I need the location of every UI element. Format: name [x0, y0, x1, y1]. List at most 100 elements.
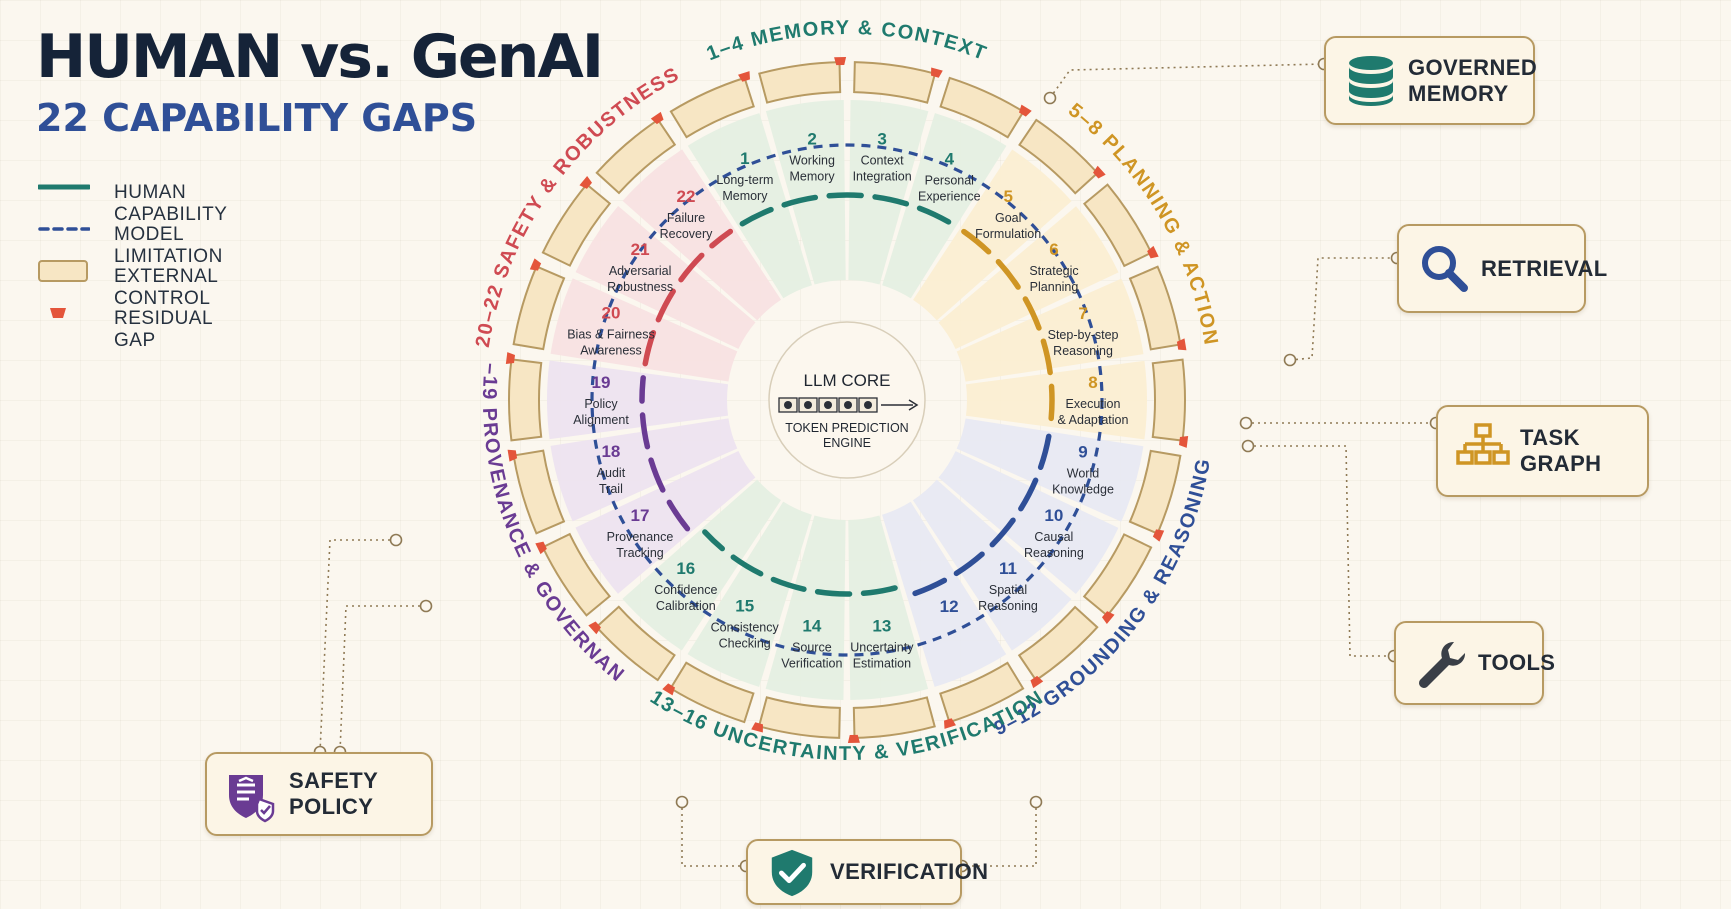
- segment-1-wedge[interactable]: [687, 113, 812, 299]
- segment-16-label-line: Calibration: [656, 599, 716, 613]
- residual-gap-10: [1101, 611, 1115, 624]
- external-control-band-5: [1018, 118, 1099, 195]
- residual-gap-18: [507, 449, 518, 462]
- residual-gap-5: [1093, 165, 1106, 179]
- segment-3-label-line: Integration: [853, 170, 912, 184]
- segment-11-label-line: Reasoning: [978, 599, 1038, 613]
- segment-6-label-line: Strategic: [1029, 264, 1078, 278]
- segment-13-number: 13: [872, 617, 891, 636]
- residual-gap-21: [579, 176, 593, 189]
- segment-21-label-line: Adversarial: [609, 264, 672, 278]
- residual-gap-14: [751, 722, 763, 733]
- token-dot: [864, 401, 872, 409]
- external-control-band-21: [541, 182, 612, 267]
- segment-22-label-line: Recovery: [660, 227, 714, 241]
- control-label-verification: VERIFICATION: [830, 859, 989, 884]
- segment-11-number: 11: [999, 559, 1017, 578]
- external-control-band-22: [595, 118, 677, 195]
- core-subtitle-line-2: ENGINE: [823, 436, 871, 450]
- core-subtitle-line-1: TOKEN PREDICTION: [785, 421, 908, 435]
- magnifier-icon: [1422, 246, 1468, 292]
- segment-15-label-line: Consistency: [711, 621, 780, 635]
- segment-6-label-line: Planning: [1030, 280, 1079, 294]
- segment-17-label-line: Tracking: [616, 546, 664, 560]
- connector-safety-policy-b: [339, 605, 426, 753]
- segment-15-number: 15: [735, 597, 754, 616]
- segment-11-wedge[interactable]: [912, 479, 1072, 651]
- residual-gap-8: [1178, 436, 1189, 448]
- segment-17-wedge[interactable]: [575, 451, 756, 594]
- token-dot: [784, 401, 792, 409]
- segment-13-wedge[interactable]: [848, 515, 929, 700]
- segment-16-label-line: Confidence: [654, 583, 717, 597]
- segment-17-label-line: Provenance: [607, 530, 674, 544]
- connector-node: [419, 599, 433, 613]
- segment-22-wedge[interactable]: [622, 149, 782, 321]
- segment-17-number: 17: [631, 506, 650, 525]
- segment-9-number: 9: [1078, 442, 1087, 461]
- segment-8-number: 8: [1088, 373, 1097, 392]
- segment-2-label-line: Memory: [790, 169, 836, 183]
- segment-7-number: 7: [1078, 304, 1087, 323]
- segment-20-wedge[interactable]: [550, 278, 738, 382]
- control-tools[interactable]: TOOLS: [1394, 621, 1555, 705]
- page-title: HUMAN vs. GenAI: [36, 22, 604, 92]
- connector-retrieval: [1289, 257, 1397, 361]
- external-control-band-9: [1128, 449, 1182, 535]
- residual-gap-12: [944, 718, 956, 729]
- segment-6-wedge[interactable]: [938, 206, 1119, 349]
- segment-14-number: 14: [802, 616, 821, 635]
- external-control-band-3: [853, 61, 937, 104]
- connector-node: [1241, 439, 1255, 453]
- token-dot: [844, 401, 852, 409]
- segment-8-label-line: & Adaptation: [1058, 413, 1129, 427]
- residual-gap-2: [834, 56, 847, 66]
- segment-13-label-line: Estimation: [853, 657, 911, 671]
- control-label-governed-memory: GOVERNED MEMORY: [1408, 54, 1538, 106]
- segment-18-label-line: Audit: [597, 466, 626, 480]
- connector-node: [1283, 353, 1297, 367]
- external-control-band-15: [669, 661, 755, 724]
- control-safety-policy[interactable]: SAFETY POLICY: [205, 752, 433, 836]
- control-retrieval[interactable]: RETRIEVAL: [1397, 224, 1607, 313]
- residual-gap-1: [738, 71, 750, 82]
- segment-9-wedge[interactable]: [956, 418, 1144, 522]
- segment-21-number: 21: [631, 240, 650, 259]
- control-label-task-graph: TASK GRAPH: [1520, 425, 1602, 476]
- segment-12-wedge[interactable]: [882, 501, 1007, 687]
- segment-2-wedge[interactable]: [765, 100, 846, 285]
- human-capability-arc-uncertainty: [702, 529, 898, 597]
- segment-6-number: 6: [1049, 240, 1058, 259]
- control-task-graph[interactable]: TASK GRAPH: [1436, 405, 1649, 497]
- connector-node: [389, 533, 403, 547]
- external-control-band-17: [541, 532, 612, 617]
- residual-gap-15: [662, 683, 676, 696]
- segment-5-wedge[interactable]: [913, 149, 1072, 321]
- segment-10-label-line: Reasoning: [1024, 546, 1084, 560]
- segment-18-label-line: Trail: [599, 482, 623, 496]
- segment-5-label-line: Goal: [995, 211, 1021, 225]
- connector-node: [1043, 91, 1057, 105]
- segment-15-wedge[interactable]: [687, 501, 812, 687]
- segment-5-label-line: Formulation: [975, 227, 1041, 241]
- segment-4-label-line: Personal: [925, 173, 974, 187]
- segment-22-number: 22: [677, 187, 696, 206]
- control-label-safety-policy: SAFETY POLICY: [289, 768, 378, 819]
- human-line-icon: [38, 184, 90, 190]
- segment-21-wedge[interactable]: [575, 206, 756, 349]
- connector-node: [1239, 416, 1253, 430]
- segment-20-number: 20: [602, 304, 621, 323]
- segment-10-wedge[interactable]: [938, 451, 1119, 594]
- human-capability-arc-grounding: [908, 433, 1052, 598]
- control-governed-memory[interactable]: GOVERNED MEMORY: [1324, 36, 1538, 125]
- control-verification[interactable]: VERIFICATION: [746, 839, 988, 905]
- external-control-band-1: [669, 76, 755, 139]
- segment-2-number: 2: [807, 129, 816, 148]
- legend-label-external: EXTERNAL CONTROL: [114, 266, 218, 309]
- segment-10-label-line: Causal: [1034, 530, 1073, 544]
- segment-4-wedge[interactable]: [882, 113, 1007, 299]
- dashed-line-icon: [38, 227, 90, 231]
- residual-gap-9: [1152, 529, 1165, 542]
- segment-16-wedge[interactable]: [622, 479, 781, 651]
